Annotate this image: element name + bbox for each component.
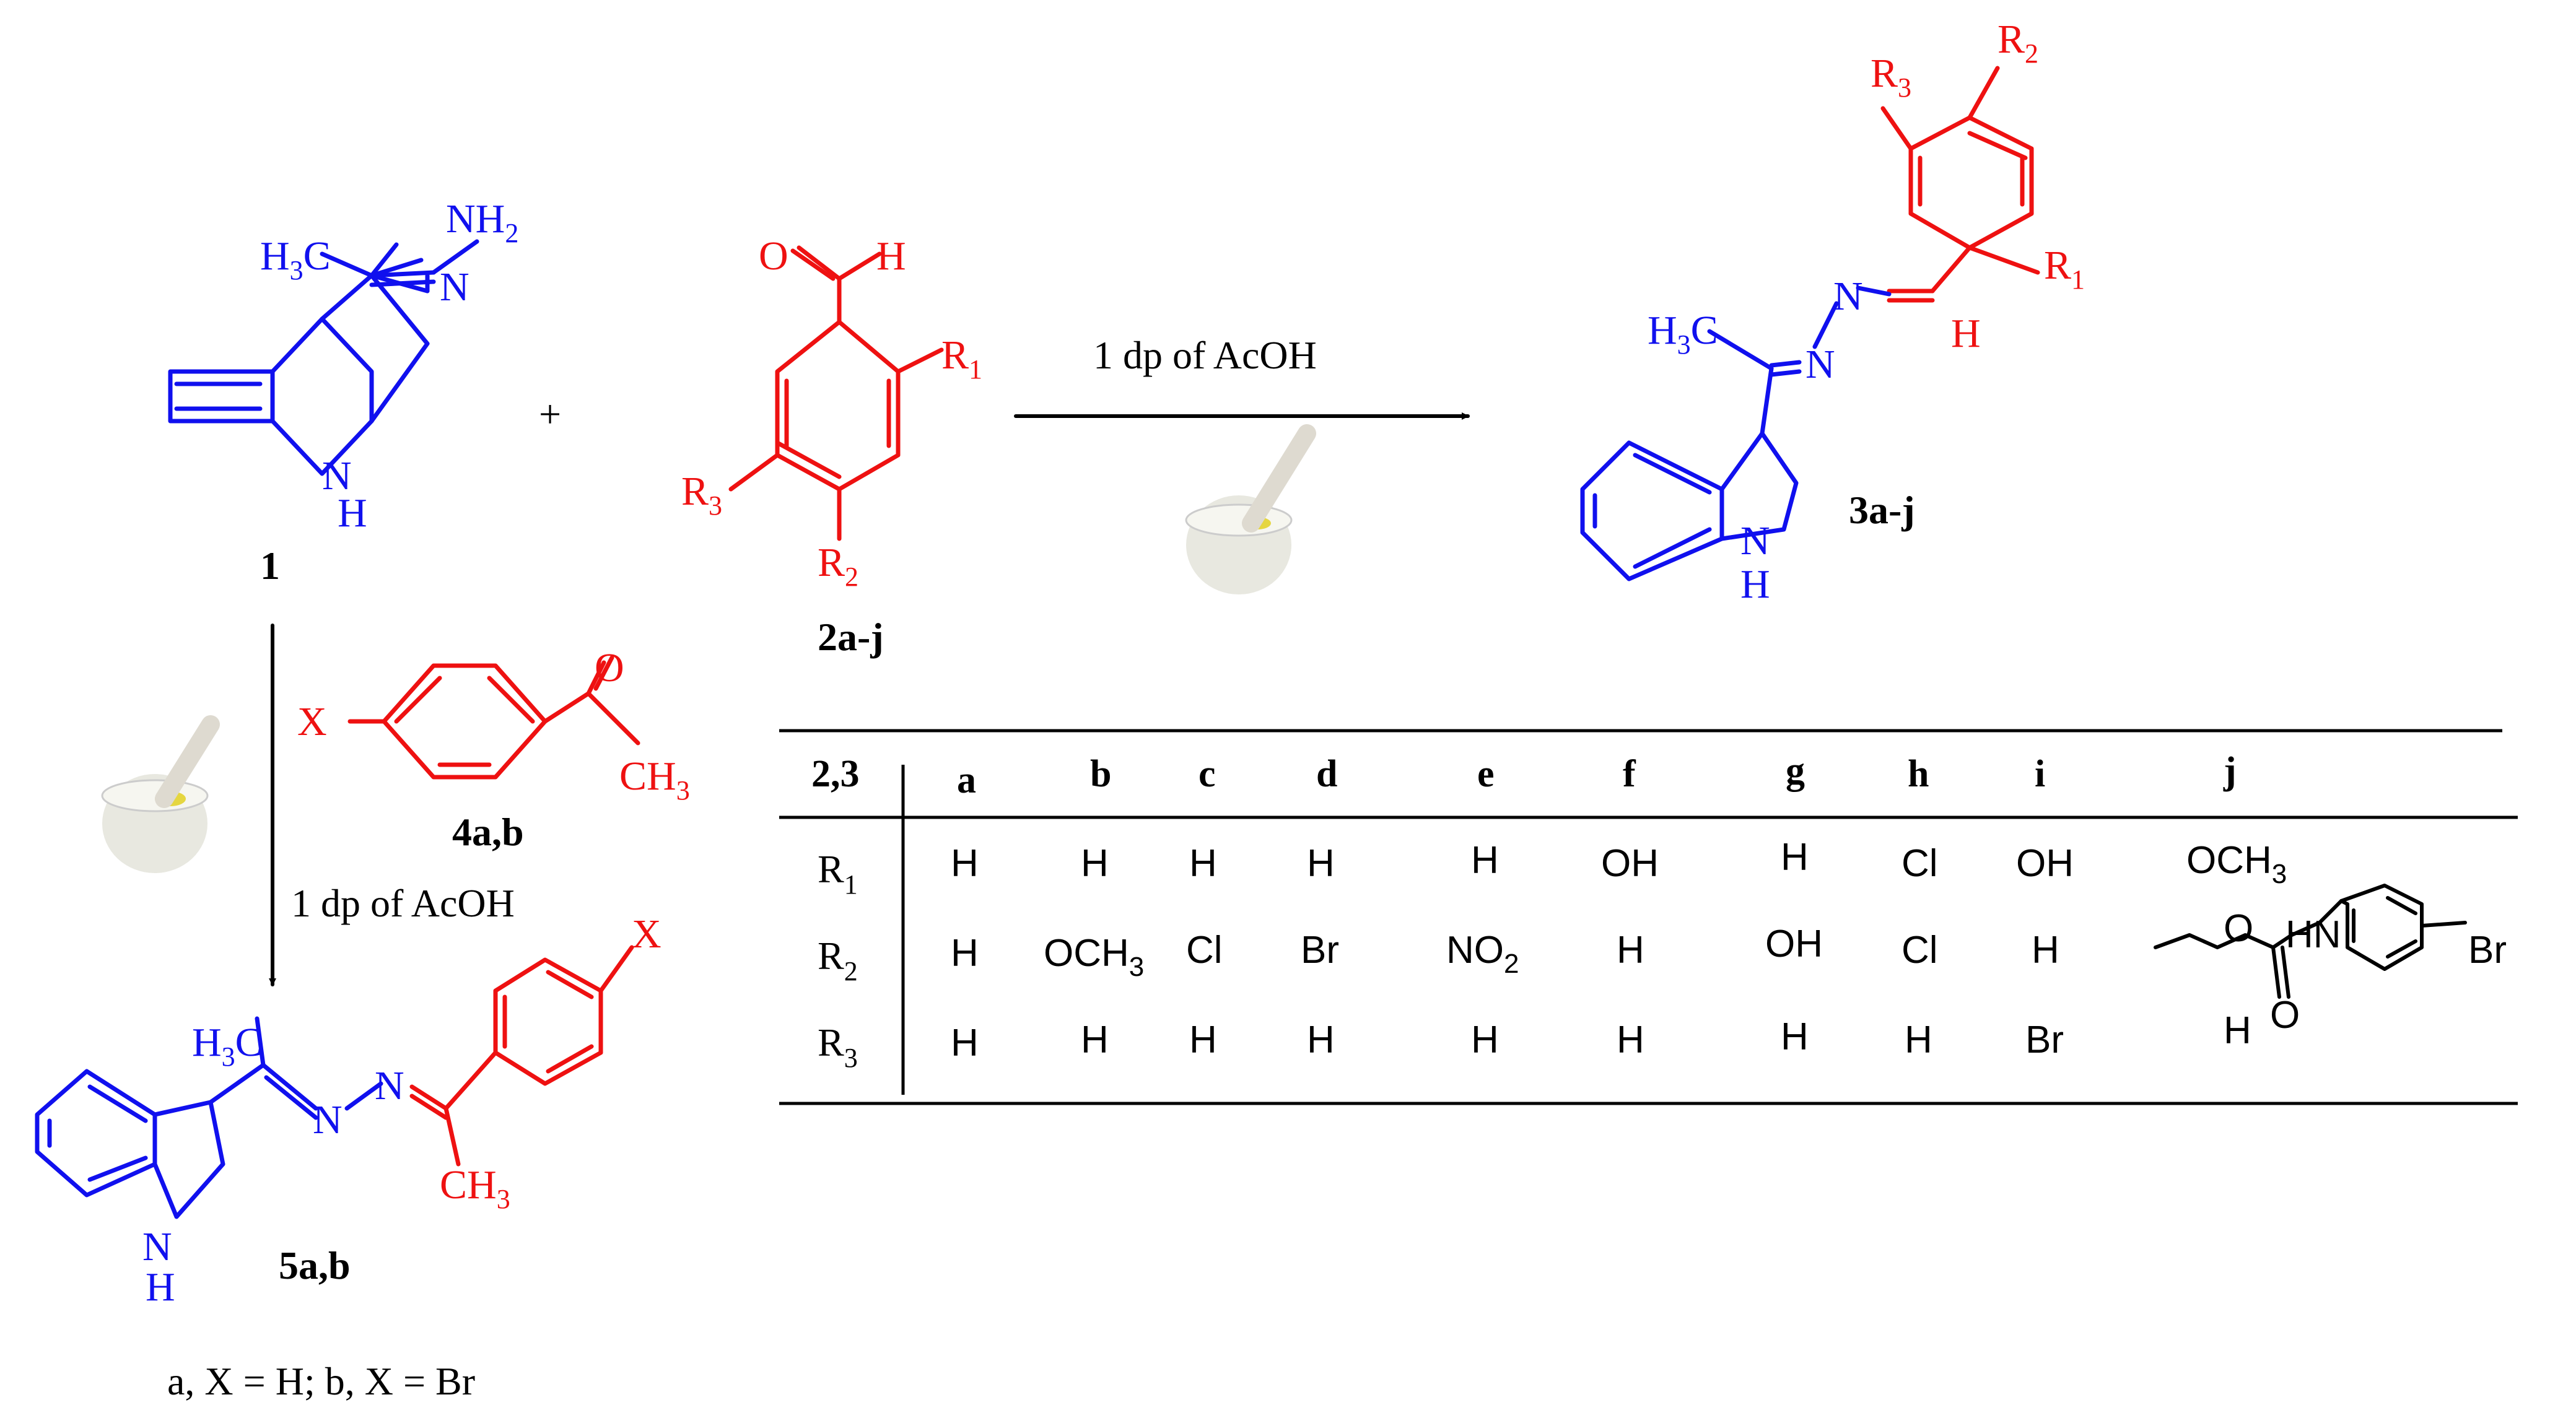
table-cell: H (1307, 1019, 1335, 1061)
x-label-4: X (297, 699, 327, 744)
r1-label-3: R1 (2044, 243, 2085, 295)
h-label-3: H (1951, 311, 1981, 356)
col-h: h (1908, 753, 1929, 795)
ch3-label-5: CH3 (440, 1162, 510, 1214)
table-cell: H (1471, 1019, 1499, 1061)
n1-label-5: N (313, 1097, 343, 1142)
table-cell: H (1781, 1016, 1809, 1058)
row-label-r1: R1 (818, 847, 858, 900)
o-label-4: O (595, 645, 624, 690)
n-label-1: N (440, 264, 469, 310)
h-nh-label-3: H (1740, 562, 1770, 607)
n1-label-3: N (1833, 274, 1863, 319)
amide-hn: HN (2286, 913, 2341, 956)
row-label-r2: R2 (818, 934, 858, 986)
h3c-label-5: H3C (192, 1020, 263, 1072)
table-cell: OCH3 (1044, 932, 1144, 982)
h3c-label-3: H3C (1648, 308, 1718, 360)
ether-o: O (2224, 907, 2253, 950)
table-cell: NO2 (1446, 929, 1519, 979)
r3-label-3: R3 (1871, 51, 1911, 103)
table-cell: H (1189, 1019, 1217, 1061)
table-cell: H (1307, 842, 1335, 885)
table-cell: H (1081, 842, 1109, 885)
r3-label-2: R3 (681, 469, 722, 521)
table-cell: H (951, 842, 979, 885)
col-i: i (2035, 753, 2045, 795)
table-cell: H (1905, 1019, 1932, 1061)
compound-3-label: 3a-j (1849, 488, 1915, 532)
col-d: d (1316, 753, 1337, 795)
table-cell: Cl (1901, 929, 1938, 972)
h-label-2: H (876, 233, 906, 279)
col-e: e (1477, 753, 1495, 795)
footnote: a, X = H; b, X = Br (167, 1359, 475, 1403)
table-cell: H (1189, 842, 1217, 885)
compound-2-label: 2a-j (818, 615, 884, 659)
table-cell: H (2032, 929, 2059, 972)
condition-right: 1 dp of AcOH (1093, 333, 1317, 377)
table-cell: H (951, 1022, 979, 1064)
table-cell: OCH3 (2186, 839, 2287, 889)
h-label-1: H (338, 490, 367, 536)
col-c: c (1198, 753, 1216, 795)
ch3-label-4: CH3 (619, 754, 690, 806)
bromo-label: Br (2468, 929, 2507, 972)
col-b: b (1090, 753, 1111, 795)
table-cell: H (951, 932, 979, 975)
table-cell: H (1781, 836, 1809, 879)
o-label-2: O (759, 233, 788, 279)
nh-label-5: N (142, 1224, 172, 1269)
table-cell: Br (2025, 1019, 2064, 1061)
plus-sign: + (539, 392, 561, 436)
col-j: j (2223, 750, 2237, 792)
table-cell: H (1081, 1019, 1109, 1061)
r2-label-3: R2 (1997, 17, 2038, 69)
compound-1-label: 1 (260, 544, 280, 588)
table-cell: H (1471, 839, 1499, 882)
table-cell: OH (1601, 842, 1659, 885)
x-label-5: X (632, 911, 661, 957)
mortar-pestle-icon-left (101, 715, 220, 873)
compound-1: H3C N NH2 N H 1 (168, 196, 518, 588)
row-label-r3: R3 (818, 1020, 858, 1073)
compound-4-label: 4a,b (452, 810, 524, 854)
n2-label-5: N (375, 1063, 404, 1108)
substituent-table: 2,3 a b c d e f g h i j R1 R2 R3 H H H H… (779, 729, 2518, 1105)
n2-label-3: N (1805, 342, 1835, 387)
nh-label-3: N (1740, 518, 1770, 563)
amide-o: O (2270, 994, 2300, 1037)
table-cell: OH (2016, 842, 2074, 885)
h-nh-label-5: H (146, 1264, 175, 1310)
compound-3: R3 R2 R1 H N N H3C N H 3a-j (1580, 17, 2085, 607)
col-g: g (1786, 750, 1805, 792)
compound-4: O CH3 X 4a,b (297, 645, 690, 854)
mortar-pestle-icon (1185, 424, 1316, 594)
col-a: a (957, 759, 976, 801)
h3c-label-1: H3C (260, 233, 331, 285)
table-cell: H (1617, 1019, 1644, 1061)
compound-5-label: 5a,b (279, 1243, 351, 1287)
compound-2: O H R1 R3 R2 2a-j (681, 233, 982, 659)
j-r2-structure: O HN O Br (2154, 884, 2507, 1037)
table-cell: Cl (1901, 842, 1938, 885)
r1-label-2: R1 (941, 333, 982, 385)
table-cell: OH (1765, 923, 1823, 965)
nh2-label-1: NH2 (446, 196, 518, 248)
col-f: f (1623, 753, 1636, 795)
nh-label-1: N (322, 453, 352, 498)
compound-5: H3C N N N H CH3 X 5a,b (35, 911, 661, 1310)
table-cell: Br (1301, 929, 1339, 972)
table-cell: H (2224, 1009, 2251, 1052)
table-corner: 2,3 (811, 753, 860, 795)
r2-label-2: R2 (818, 540, 858, 592)
condition-down: 1 dp of AcOH (291, 881, 515, 925)
table-cell: Cl (1186, 929, 1223, 972)
table-cell: H (1617, 929, 1644, 972)
